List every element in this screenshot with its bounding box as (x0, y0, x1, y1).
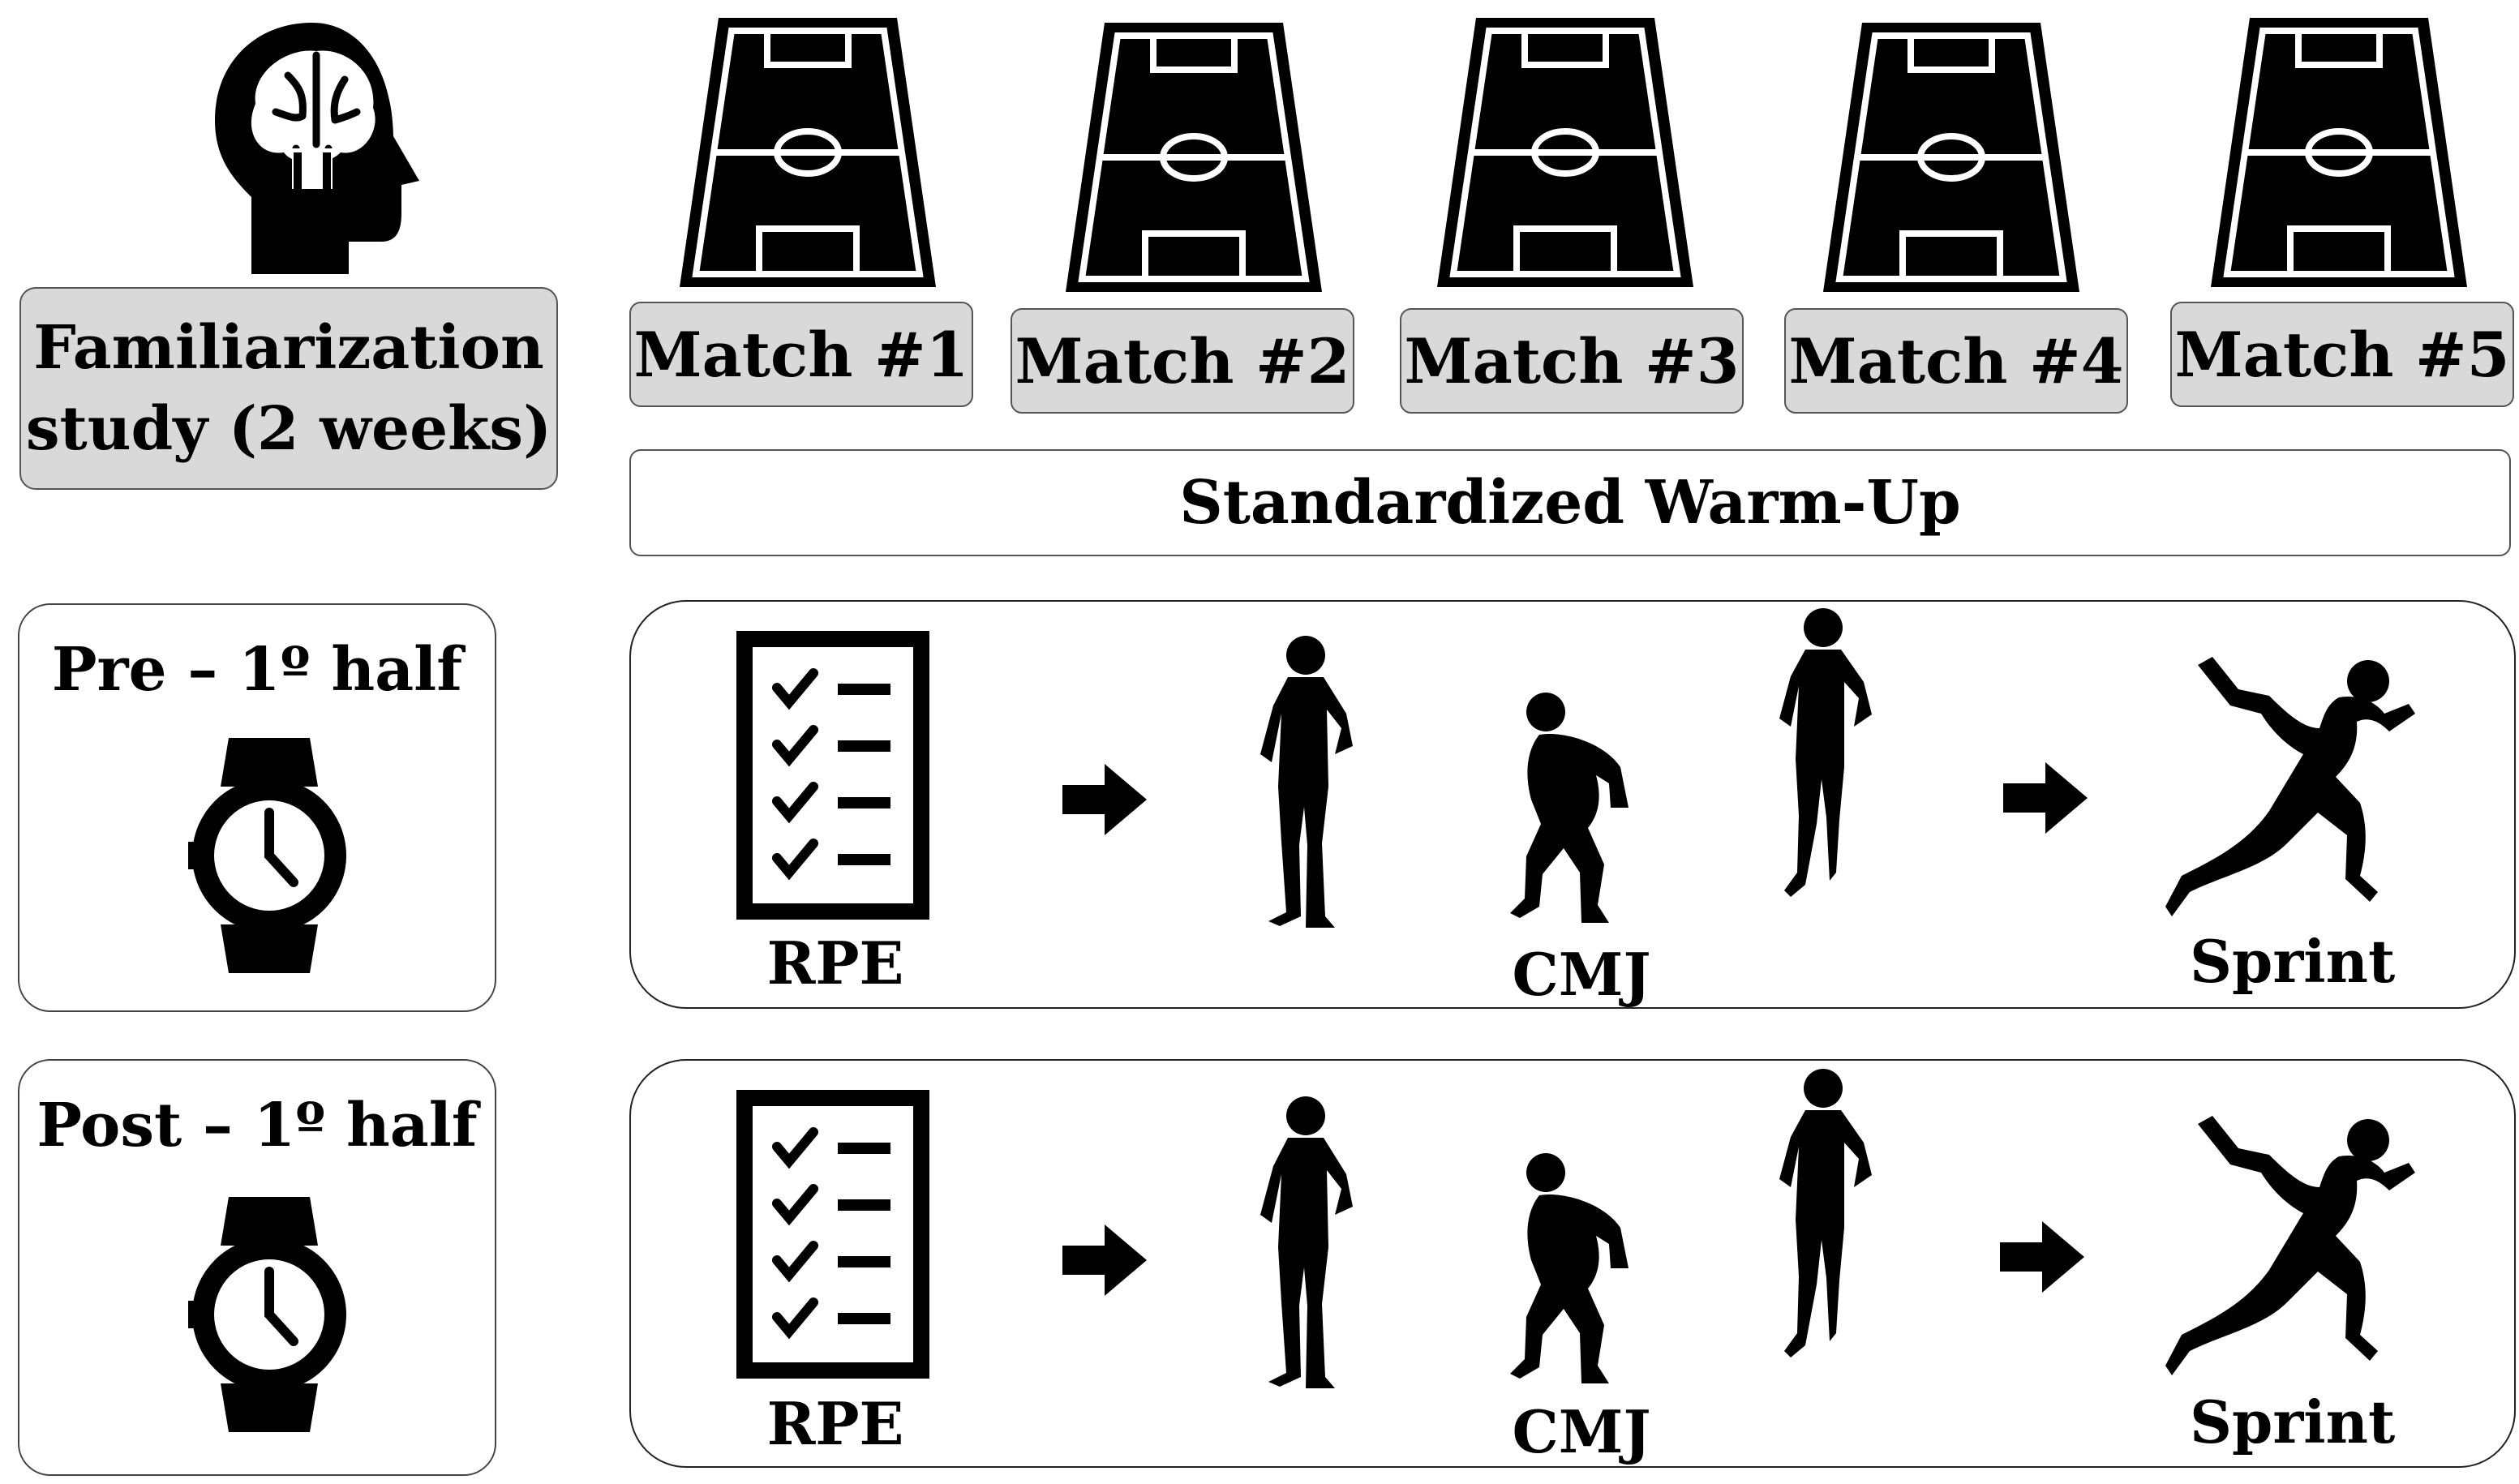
match-1-box: Match #1 (629, 302, 973, 407)
phase-post-title: Post – 1º half (36, 1091, 478, 1160)
warmup-bar: Standardized Warm-Up (629, 449, 2511, 556)
rpe-label-pre: RPE (766, 929, 904, 997)
arrow-right-icon (2003, 762, 2088, 834)
wristwatch-icon (188, 1197, 346, 1432)
cmj-label-pre: CMJ (1512, 940, 1651, 1009)
squatting-athlete-icon (1510, 693, 1629, 923)
sprint-label-post: Sprint (2190, 1387, 2396, 1456)
soccer-pitch-icon (2211, 18, 2467, 287)
brain-head-icon (215, 23, 419, 274)
sprinter-icon (2165, 1116, 2415, 1375)
sprinter-icon (2165, 657, 2415, 916)
soccer-pitch-icon (1823, 23, 2079, 292)
arrow-right-icon (1062, 1225, 1147, 1296)
arrow-right-icon (2000, 1221, 2084, 1293)
soccer-pitch-icon (1437, 18, 1693, 287)
soccer-pitch-icon (1066, 23, 1322, 292)
squatting-athlete-icon (1510, 1153, 1629, 1383)
standing-athlete-icon (1779, 608, 1872, 897)
checklist-icon (736, 631, 929, 920)
match-3-box: Match #3 (1400, 308, 1744, 414)
sprint-label-pre: Sprint (2190, 927, 2396, 996)
familiarization-line1: Familiarization (33, 313, 544, 383)
cmj-label-post: CMJ (1512, 1397, 1651, 1466)
match-2-box: Match #2 (1011, 308, 1354, 414)
rpe-label-post: RPE (766, 1389, 904, 1458)
standing-athlete-icon (1260, 636, 1353, 928)
match-5-box: Match #5 (2170, 302, 2514, 407)
standing-athlete-icon (1260, 1096, 1353, 1388)
checklist-icon (736, 1090, 929, 1379)
standing-athlete-icon (1779, 1069, 1872, 1357)
arrow-right-icon (1062, 764, 1147, 835)
familiarization-box: Familiarization study (2 weeks) (19, 287, 558, 490)
wristwatch-icon (188, 738, 346, 973)
match-4-box: Match #4 (1784, 308, 2128, 414)
familiarization-line2: study (2 weeks) (25, 394, 552, 464)
soccer-pitch-icon (680, 18, 936, 287)
phase-pre-title: Pre – 1º half (51, 635, 463, 705)
